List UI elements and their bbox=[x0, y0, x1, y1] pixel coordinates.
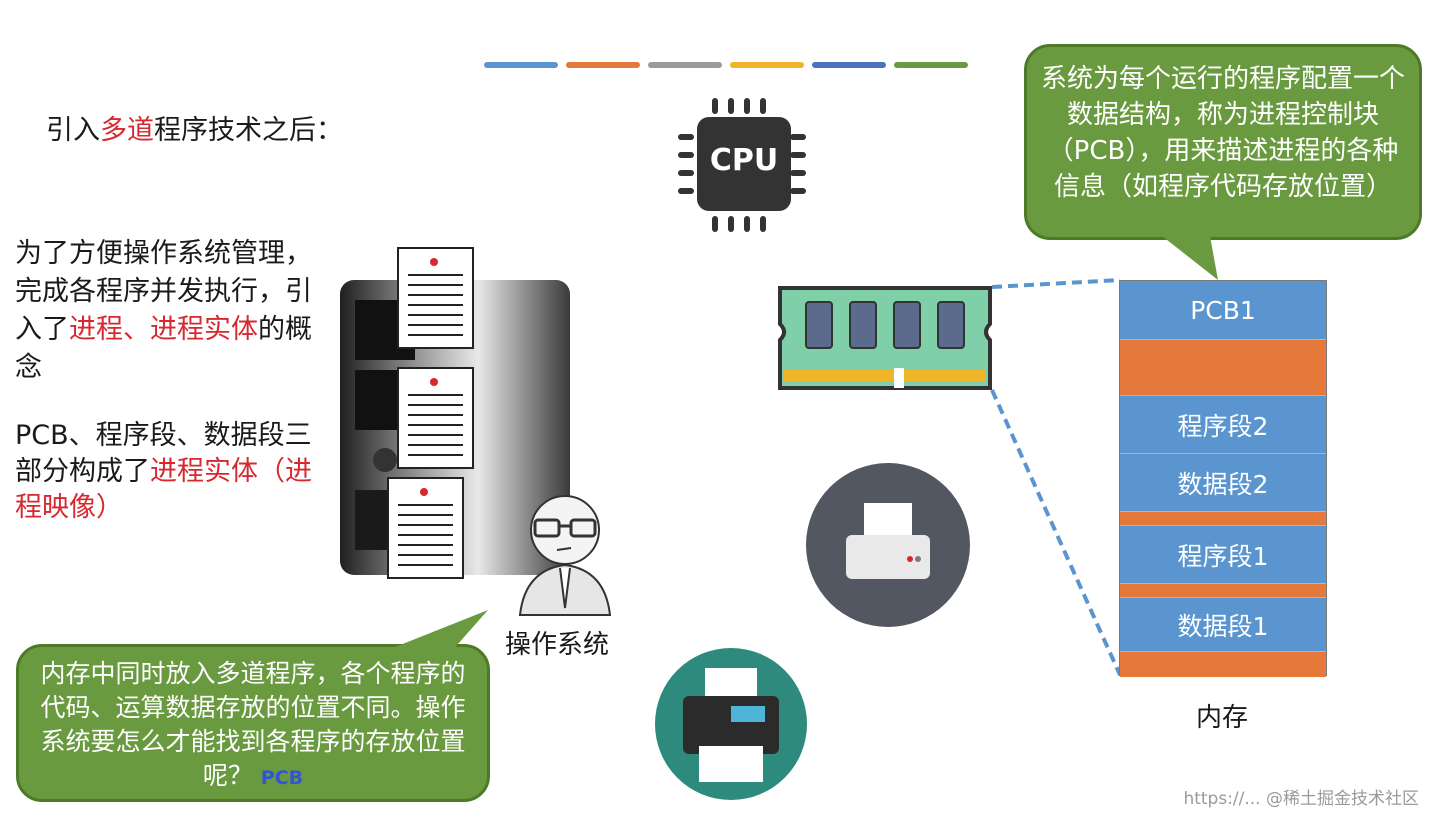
server-tower-icon bbox=[340, 247, 570, 579]
document-icon bbox=[387, 477, 464, 579]
memory-segment: 数据段2 bbox=[1120, 453, 1326, 511]
bubble-top-text: 系统为每个运行的程序配置一个数据结构，称为进程控制块（PCB），用来描述进程的各… bbox=[1040, 64, 1405, 202]
para1-highlight-process: 进程 bbox=[69, 314, 123, 345]
paragraph-process-entity: PCB、程序段、数据段三部分构成了进程实体（进程映像） bbox=[15, 418, 315, 526]
para1-highlight-entity: 进程实体 bbox=[150, 314, 258, 345]
color-bar bbox=[648, 62, 722, 68]
document-icon bbox=[397, 367, 474, 469]
slide-heading: 引入多道程序技术之后： bbox=[46, 108, 343, 147]
para2-highlight-image: 进程映像 bbox=[15, 456, 312, 523]
para1-post: 的概念 bbox=[15, 314, 312, 383]
speech-bubble-pcb: 系统为每个运行的程序配置一个数据结构，称为进程控制块（PCB），用来描述进程的各… bbox=[1024, 44, 1422, 240]
para1-text: 为了方便操作系统管理，完成各程序并发执行，引入了 bbox=[15, 238, 312, 345]
heading-post: 程序技术之后： bbox=[154, 115, 343, 146]
color-bar bbox=[566, 62, 640, 68]
bubble-bottom-text: 内存中同时放入多道程序，各个程序的代码、运算数据存放的位置不同。操作系统要怎么才… bbox=[40, 659, 466, 790]
color-bar bbox=[812, 62, 886, 68]
memory-label: 内存 bbox=[1196, 703, 1249, 733]
paragraph-process-concept: 为了方便操作系统管理，完成各程序并发执行，引入了进程、进程实体的概念 bbox=[15, 235, 315, 387]
heading-pre: 引入 bbox=[46, 115, 100, 146]
memory-segment: 数据段1 bbox=[1120, 597, 1326, 651]
color-bars bbox=[484, 62, 968, 70]
memory-segment-free bbox=[1120, 511, 1326, 525]
os-label: 操作系统 bbox=[505, 630, 610, 660]
bubble-bottom-tail bbox=[380, 610, 488, 653]
cpu-label: CPU bbox=[709, 143, 779, 178]
heading-highlight: 多道 bbox=[100, 115, 154, 146]
color-bar bbox=[894, 62, 968, 68]
watermark: https://... @稀土掘金技术社区 bbox=[1183, 789, 1419, 809]
memory-module-icon bbox=[778, 286, 992, 390]
color-bar bbox=[730, 62, 804, 68]
memory-segment: 程序段2 bbox=[1120, 395, 1326, 453]
para2-paren-open: （ bbox=[258, 456, 285, 487]
printer-icon bbox=[806, 463, 970, 627]
color-bar bbox=[484, 62, 558, 68]
memory-segment: PCB1 bbox=[1120, 281, 1326, 339]
para2-paren-close: ） bbox=[96, 492, 123, 523]
para2-highlight-entity: 进程实体 bbox=[150, 456, 258, 487]
memory-segment-free bbox=[1120, 339, 1326, 395]
memory-segment: 程序段1 bbox=[1120, 525, 1326, 583]
speech-bubble-question: 内存中同时放入多道程序，各个程序的代码、运算数据存放的位置不同。操作系统要怎么才… bbox=[16, 644, 490, 802]
memory-segment-free bbox=[1120, 651, 1326, 677]
memory-segment-free bbox=[1120, 583, 1326, 597]
dashed-connector bbox=[990, 278, 1122, 676]
para1-sep: 、 bbox=[123, 314, 150, 345]
document-icon bbox=[397, 247, 474, 349]
bubble-top-tail bbox=[1162, 236, 1218, 280]
operating-system-person-icon bbox=[518, 495, 612, 616]
cpu-chip-icon bbox=[678, 98, 806, 232]
printer-color-icon bbox=[655, 648, 807, 800]
para2-pre: PCB、程序段、数据段三部分构成了 bbox=[15, 420, 312, 487]
pcb-tag: PCB bbox=[260, 767, 304, 789]
